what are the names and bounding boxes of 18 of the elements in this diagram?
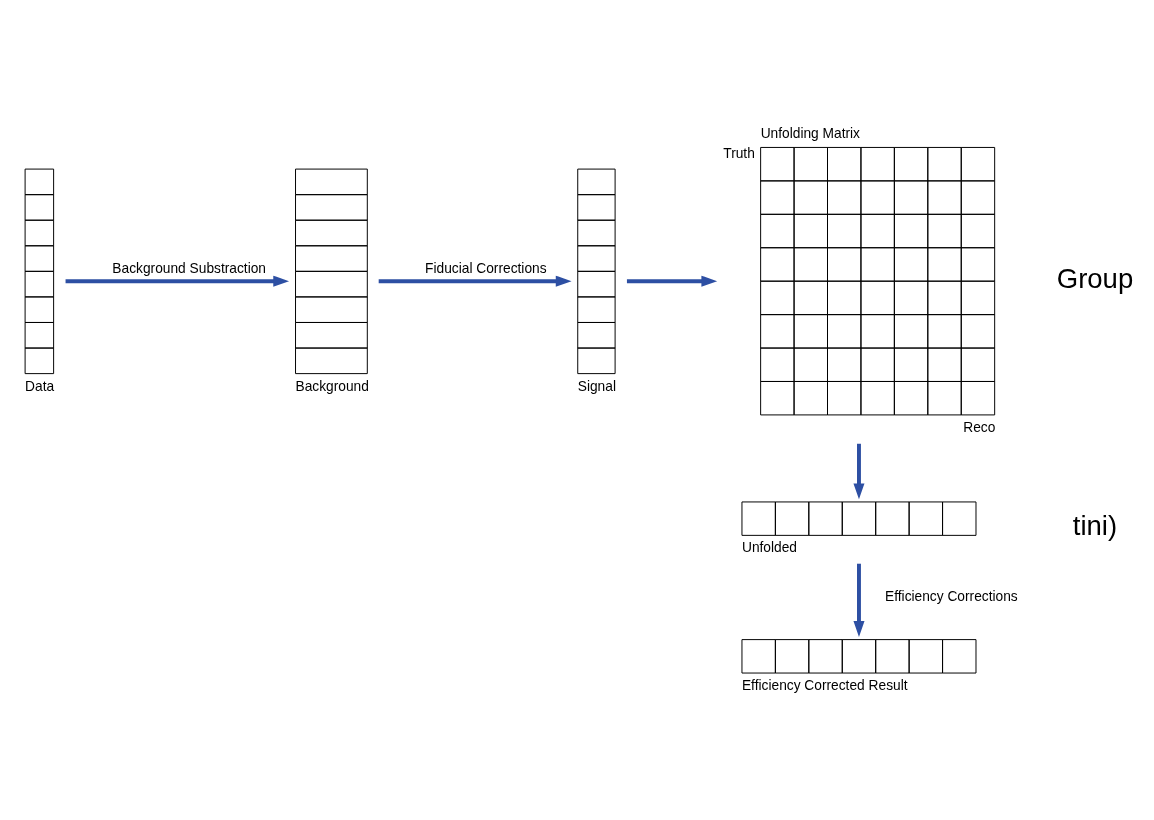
label: tini) bbox=[1072, 510, 1118, 542]
edge-label: Background Substraction bbox=[112, 261, 267, 277]
node-label: Unfolded bbox=[741, 540, 797, 556]
node-label: Signal bbox=[577, 378, 616, 394]
edge-label: Efficiency Corrections bbox=[885, 589, 1018, 605]
node-label: Reco bbox=[963, 419, 996, 435]
node-label: Efficiency Corrected Result bbox=[741, 677, 908, 693]
arrow bbox=[65, 275, 290, 287]
arrow bbox=[853, 563, 865, 637]
edge-label: Fiducial Corrections bbox=[425, 261, 547, 277]
node-label: Truth bbox=[723, 146, 755, 162]
arrow bbox=[378, 275, 572, 287]
node-label: Unfolding Matrix bbox=[760, 125, 860, 141]
node-label: Background bbox=[295, 378, 369, 394]
node-label: Data bbox=[25, 378, 55, 394]
label: Group bbox=[1056, 262, 1134, 294]
arrow bbox=[626, 275, 718, 287]
arrow bbox=[853, 443, 865, 500]
